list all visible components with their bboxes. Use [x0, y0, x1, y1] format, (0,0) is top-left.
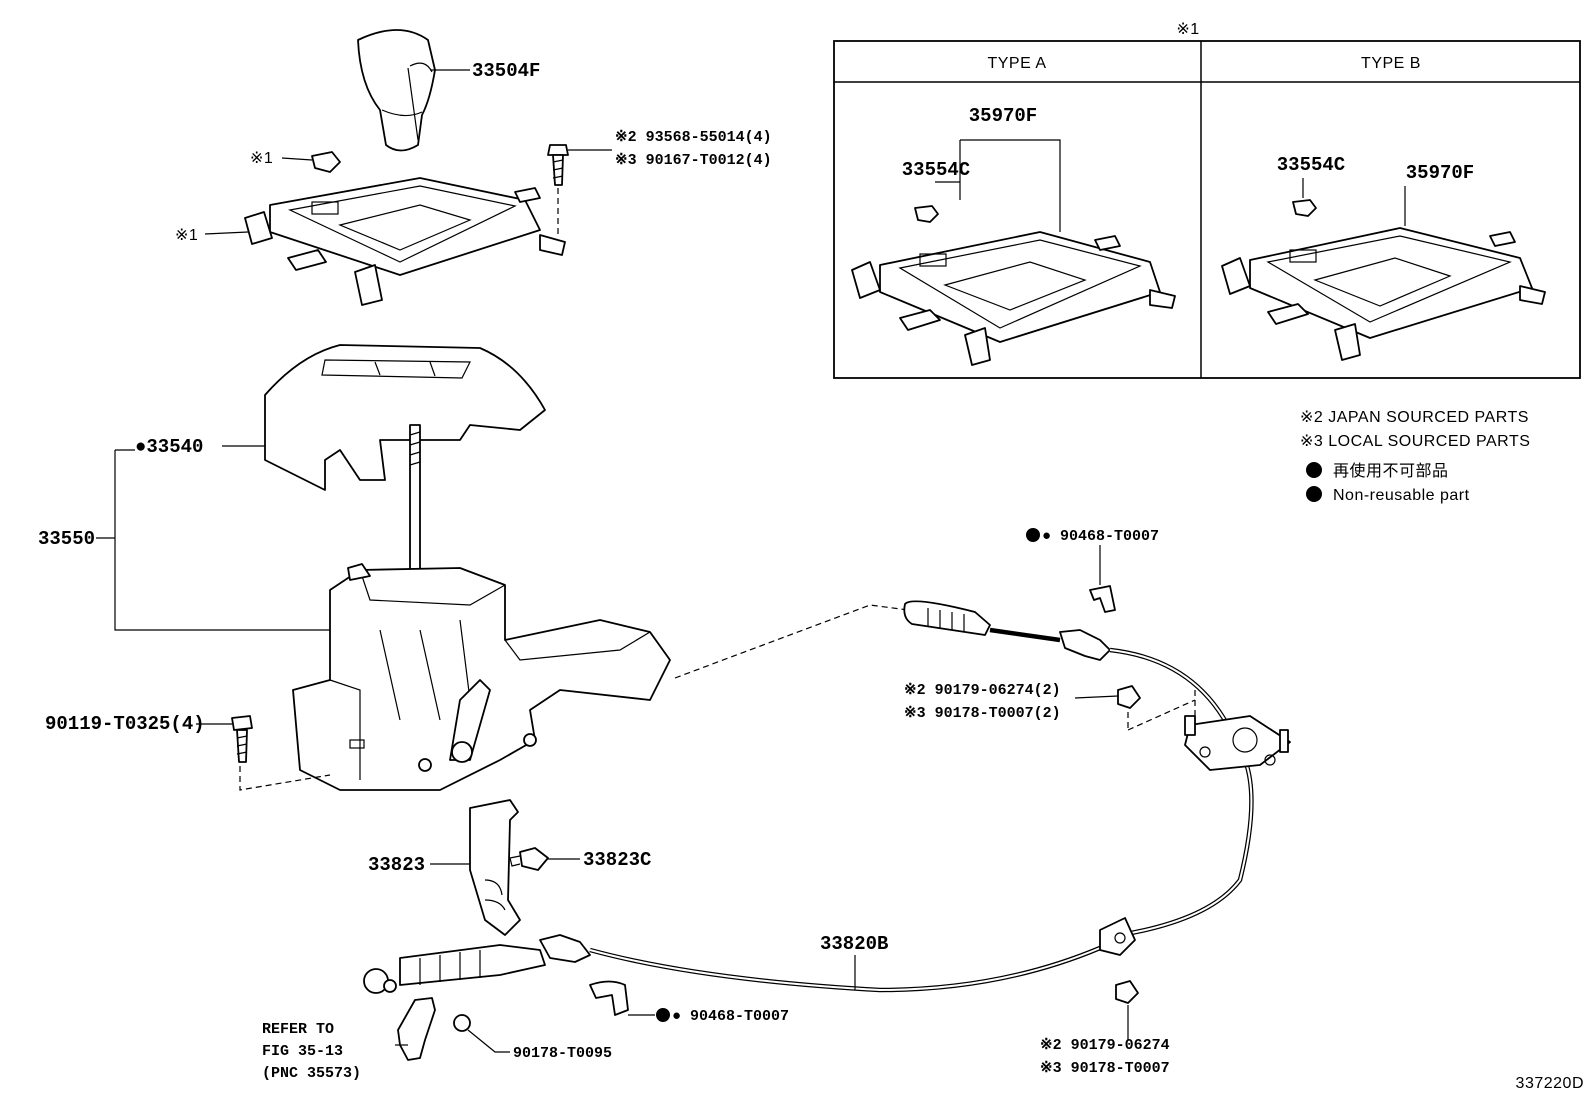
figure-id: 337220D — [1516, 1075, 1584, 1092]
type-a-panel-icon — [851, 231, 1176, 366]
legend: ※2 JAPAN SOURCED PARTS ※3 LOCAL SOURCED … — [1300, 409, 1530, 504]
shift-rod-icon — [409, 424, 421, 586]
cable-clamp-icon — [1099, 917, 1136, 956]
callout-bolt-top-jp: ※2 93568-55014(4) — [615, 129, 772, 146]
callout-nut-small: 90178-T0095 — [513, 1045, 612, 1062]
callout-nut-bottom-local: ※3 90178-T0007 — [1040, 1060, 1170, 1077]
shifter-assembly-icon — [292, 563, 671, 791]
callout-bolt-top-local: ※3 90167-T0012(4) — [615, 152, 772, 169]
type-a-label-panel: 35970F — [969, 105, 1037, 127]
type-a-clip-icon — [914, 205, 939, 223]
type-b-panel-icon — [1221, 227, 1546, 361]
callout-bracket-bolt: 33823C — [583, 849, 651, 871]
clip-icon — [311, 151, 341, 173]
bolt-icon — [547, 144, 569, 186]
legend-non-reusable-jp: 再使用不可部品 — [1333, 462, 1449, 480]
nut-icon — [453, 1014, 471, 1032]
type-a-label-clip: 33554C — [902, 159, 970, 181]
inset-mark: ※1 — [1176, 21, 1199, 38]
bolt-icon — [509, 847, 549, 871]
clip-icon — [589, 980, 629, 1016]
callout-knob: 33504F — [472, 60, 540, 82]
callout-nut-bottom-jp: ※2 90179-06274 — [1040, 1037, 1170, 1054]
non-reusable-bullet-icon — [1026, 528, 1040, 542]
callout-nut-mid-jp: ※2 90179-06274(2) — [904, 682, 1061, 699]
non-reusable-bullet-icon — [1306, 486, 1322, 502]
refer-text-2: FIG 35-13 — [262, 1043, 343, 1060]
type-inset: ※1 TYPE A TYPE B 35970F 33554C — [833, 21, 1581, 379]
non-reusable-bullet-icon — [656, 1008, 670, 1022]
shift-cable-icon — [363, 600, 1254, 994]
callout-bolt-left: 90119-T0325(4) — [45, 713, 205, 735]
bolt-icon — [231, 715, 253, 763]
type-a-header: TYPE A — [987, 55, 1046, 72]
nut-icon — [1115, 980, 1139, 1004]
refer-text-1: REFER TO — [262, 1021, 334, 1038]
bracket-icon — [469, 799, 521, 936]
link-clip-icon — [397, 997, 436, 1061]
legend-non-reusable-en: Non-reusable part — [1333, 487, 1470, 504]
type-b-clip-icon — [1292, 199, 1317, 217]
clip-icon — [1089, 585, 1116, 613]
cable-bracket-plate-icon — [1184, 715, 1291, 771]
callout-mark1-clip: ※1 — [250, 150, 273, 167]
callout-clip-lower: ● 90468-T0007 — [672, 1008, 789, 1025]
type-b-label-panel: 35970F — [1406, 162, 1474, 184]
callout-shifter-assy: 33550 — [38, 528, 95, 550]
non-reusable-bullet-icon — [1306, 462, 1322, 478]
callout-clip-upper: ● 90468-T0007 — [1042, 528, 1159, 545]
shifter-cover-icon — [264, 344, 546, 491]
console-panel-icon — [244, 177, 566, 306]
legend-note-2: ※2 JAPAN SOURCED PARTS — [1300, 409, 1529, 426]
callout-mark1-panel: ※1 — [175, 227, 198, 244]
callout-cover: ●33540 — [135, 436, 203, 458]
callout-bracket: 33823 — [368, 854, 425, 876]
refer-text-3: (PNC 35573) — [262, 1065, 361, 1082]
callout-cable: 33820B — [820, 933, 888, 955]
nut-icon — [1117, 685, 1141, 709]
type-b-header: TYPE B — [1361, 55, 1421, 72]
shift-knob-icon — [357, 29, 436, 152]
type-b-label-clip: 33554C — [1277, 154, 1345, 176]
callout-nut-mid-local: ※3 90178-T0007(2) — [904, 705, 1061, 722]
legend-note-3: ※3 LOCAL SOURCED PARTS — [1300, 433, 1530, 450]
